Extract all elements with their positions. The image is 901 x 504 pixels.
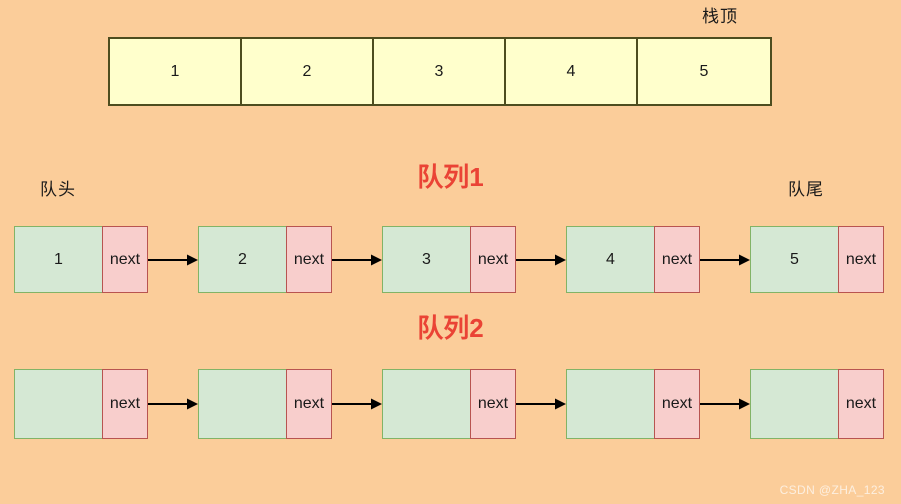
- list-node: next: [198, 369, 332, 439]
- node-data-cell: [382, 369, 470, 439]
- node-next-cell: next: [470, 226, 516, 293]
- node-next-cell: next: [654, 369, 700, 439]
- list-node: next: [566, 369, 700, 439]
- next-pointer-arrow-icon: [332, 254, 382, 265]
- next-pointer-arrow-icon: [700, 398, 750, 410]
- stack-cell: 3: [374, 39, 506, 104]
- list-node: next: [750, 369, 884, 439]
- node-next-cell: next: [286, 369, 332, 439]
- node-data-cell: [198, 369, 286, 439]
- stack-cell: 2: [242, 39, 374, 104]
- node-data-cell: 1: [14, 226, 102, 293]
- next-pointer-arrow-icon: [516, 398, 566, 410]
- node-data-cell: 2: [198, 226, 286, 293]
- node-data-cell: [750, 369, 838, 439]
- node-data-cell: [566, 369, 654, 439]
- queue2-linked-list: next next next next next: [0, 369, 901, 439]
- queue-head-label: 队头: [40, 180, 76, 199]
- node-next-cell: next: [470, 369, 516, 439]
- node-data-cell: 4: [566, 226, 654, 293]
- watermark: CSDN @ZHA_123: [779, 483, 885, 497]
- node-data-cell: 3: [382, 226, 470, 293]
- node-next-cell: next: [838, 226, 884, 293]
- node-next-cell: next: [102, 369, 148, 439]
- list-node: next: [14, 369, 148, 439]
- node-next-cell: next: [102, 226, 148, 293]
- node-next-cell: next: [838, 369, 884, 439]
- stack-cell: 4: [506, 39, 638, 104]
- node-next-cell: next: [654, 226, 700, 293]
- queue2-title: 队列2: [417, 313, 484, 343]
- next-pointer-arrow-icon: [516, 254, 566, 265]
- list-node: next: [382, 369, 516, 439]
- stack-cell: 1: [110, 39, 242, 104]
- stack-top-label: 栈顶: [702, 7, 738, 26]
- next-pointer-arrow-icon: [700, 254, 750, 265]
- node-next-cell: next: [286, 226, 332, 293]
- next-pointer-arrow-icon: [332, 398, 382, 410]
- node-data-cell: [14, 369, 102, 439]
- node-data-cell: 5: [750, 226, 838, 293]
- next-pointer-arrow-icon: [148, 398, 198, 410]
- queue-tail-label: 队尾: [788, 180, 824, 199]
- queue1-title: 队列1: [417, 162, 484, 192]
- next-pointer-arrow-icon: [148, 254, 198, 265]
- stack-cell: 5: [638, 39, 770, 104]
